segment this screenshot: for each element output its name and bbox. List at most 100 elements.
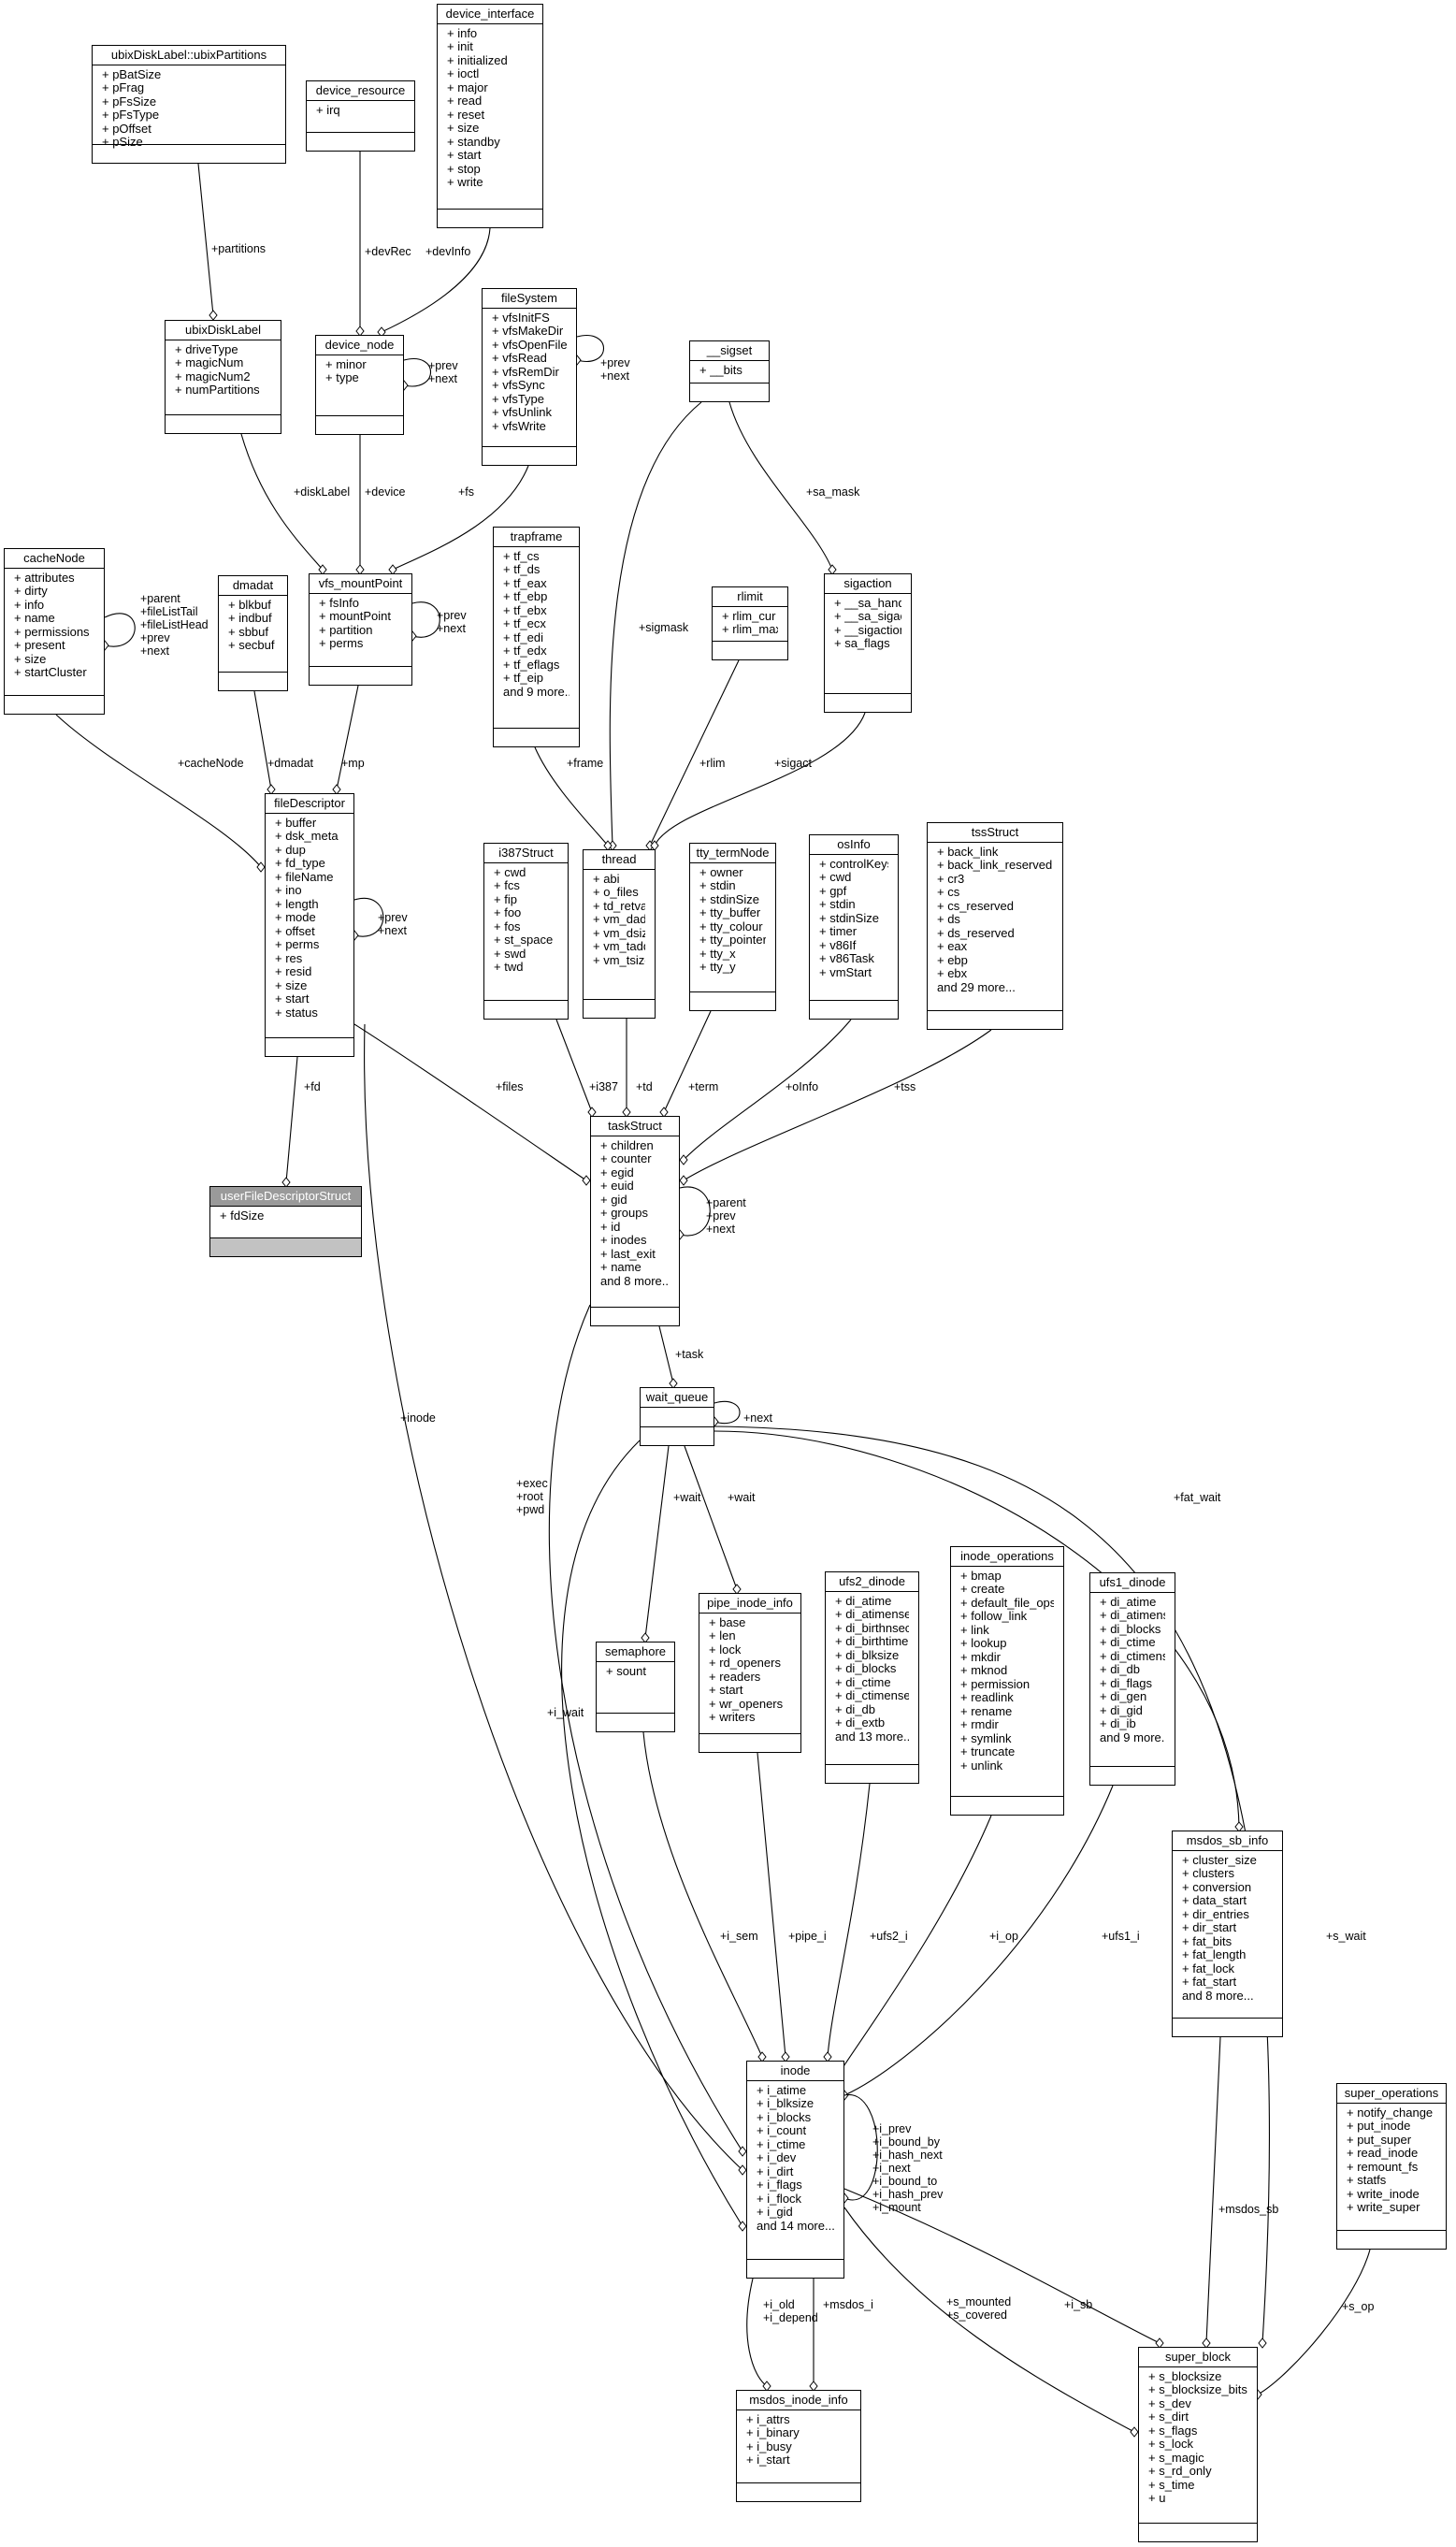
method-section [210, 1237, 361, 1256]
class-device-interface[interactable]: device_interface+ info+ init+ initialize… [437, 4, 543, 228]
class-ufs1-dinode[interactable]: ufs1_dinode+ di_atime+ di_atimensec+ di_… [1089, 1572, 1175, 1786]
attribute-section: + blkbuf+ indbuf+ sbbuf+ secbuf [219, 594, 287, 656]
edge-fileSystem_self [576, 335, 605, 362]
attribute: + abi [593, 872, 620, 886]
attribute: + gpf [819, 884, 847, 898]
class-cachenode[interactable]: cacheNode+ attributes+ dirty+ info+ name… [4, 548, 105, 715]
attribute: + status [275, 1006, 318, 1020]
attribute: + vfsRemDir [492, 365, 559, 379]
attribute: + dir_start [1182, 1921, 1237, 1934]
attribute: + vfsUnlink [492, 406, 552, 419]
edge-i_wait [561, 1440, 743, 2227]
edge-label: +msdos_i [823, 2298, 873, 2311]
attribute: + timer [819, 925, 858, 938]
attribute-section: + controlKeys+ cwd+ gpf+ stdin+ stdinSiz… [810, 853, 898, 983]
attribute: + perms [319, 637, 364, 650]
attribute: + owner [699, 865, 743, 879]
class-dmadat[interactable]: dmadat+ blkbuf+ indbuf+ sbbuf+ secbuf [218, 575, 288, 691]
method-section [266, 1037, 353, 1056]
attribute: + i_binary [746, 2426, 800, 2439]
class-taskstruct[interactable]: taskStruct+ children+ counter+ egid+ eui… [590, 1116, 680, 1326]
attribute: + tf_ecx [503, 617, 546, 630]
attribute: + fd_type [275, 857, 325, 870]
aggregation-diamond [1130, 2426, 1139, 2438]
attribute: + offset [275, 924, 315, 938]
attribute: + di_flags [1100, 1676, 1153, 1690]
attribute: + vfsSync [492, 379, 545, 392]
edge-label: +i_sb [1064, 2298, 1092, 2311]
attribute: + permission [960, 1677, 1031, 1691]
attribute: + fat_bits [1182, 1934, 1233, 1948]
edge-label: +sigact [774, 757, 812, 770]
edge-label: +prev+next [428, 359, 458, 385]
class-rlimit[interactable]: rlimit+ rlim_cur+ rlim_max [712, 586, 788, 660]
class-userfiledescriptorstruct[interactable]: userFileDescriptorStruct+ fdSize [209, 1186, 362, 1257]
class-sigaction[interactable]: sigaction+ __sa_handler+ __sa_sigaction+… [824, 573, 912, 713]
edge-sigmask [609, 401, 702, 847]
edge-devInfo [381, 227, 491, 333]
edge-label: +devInfo [425, 245, 470, 258]
attribute: + s_magic [1148, 2451, 1204, 2465]
attribute: + i_busy [746, 2439, 792, 2453]
edge-fileDescriptor_self [353, 897, 384, 937]
class-inode[interactable]: inode+ i_atime+ i_blksize+ i_blocks+ i_c… [746, 2061, 844, 2279]
method-section [597, 1713, 674, 1731]
class-super-operations[interactable]: super_operations+ notify_change+ put_ino… [1336, 2083, 1447, 2250]
attribute: + put_inode [1347, 2120, 1411, 2133]
class-filedescriptor[interactable]: fileDescriptor+ buffer+ dsk_meta+ dup+ f… [265, 793, 354, 1057]
attribute: + reset [447, 108, 485, 122]
method-section [737, 2482, 860, 2501]
class-ubixdisklabelpartitions[interactable]: ubixDiskLabel::ubixPartitions+ pBatSize+… [92, 45, 286, 164]
class-filesystem[interactable]: fileSystem+ vfsInitFS+ vfsMakeDir+ vfsOp… [482, 288, 577, 466]
attribute: + i_blksize [757, 2097, 814, 2110]
edge-label: +i_wait [547, 1706, 584, 1719]
method-section [699, 1733, 800, 1752]
class-pipe-inode-info[interactable]: pipe_inode_info+ base+ len+ lock+ rd_ope… [699, 1593, 801, 1753]
class-osinfo[interactable]: osInfo+ controlKeys+ cwd+ gpf+ stdin+ st… [809, 834, 899, 1020]
edge-label: +files [496, 1080, 524, 1093]
attribute: + stop [447, 162, 481, 176]
class-msdos-inode-info[interactable]: msdos_inode_info+ i_attrs+ i_binary+ i_b… [736, 2390, 861, 2502]
class-semaphore[interactable]: semaphore+ sount [596, 1642, 675, 1732]
attribute: + rmdir [960, 1718, 999, 1731]
class-tty-termnode[interactable]: tty_termNode+ owner+ stdin+ stdinSize+ t… [689, 843, 776, 1011]
attribute: + sa_flags [834, 637, 890, 650]
attribute: + len [709, 1629, 736, 1643]
class-device-resource[interactable]: device_resource+ irq [306, 80, 415, 152]
method-section [584, 999, 655, 1018]
attribute: + vfsRead [492, 352, 547, 365]
attribute: + sount [606, 1664, 647, 1678]
edge-label: +prev+next [600, 356, 630, 383]
attribute: + inodes [600, 1234, 647, 1247]
attribute: + __sigaction_u [834, 623, 901, 637]
attribute: + put_super [1347, 2133, 1412, 2147]
class-trapframe[interactable]: trapframe+ tf_cs+ tf_ds+ tf_eax+ tf_ebp+… [493, 527, 580, 747]
class-wait-queue[interactable]: wait_queue [640, 1387, 714, 1446]
class-thread[interactable]: thread+ abi+ o_files+ td_retval+ vm_dadd… [583, 849, 656, 1019]
class-ubixdisklabel[interactable]: ubixDiskLabel+ driveType+ magicNum+ magi… [165, 320, 281, 434]
edge-fs [392, 465, 529, 571]
class-title: device_interface [445, 7, 535, 21]
class-msdos-sb-info[interactable]: msdos_sb_info+ cluster_size+ clusters+ c… [1172, 1831, 1283, 2037]
class-tssstruct[interactable]: tssStruct+ back_link+ back_link_reserved… [927, 822, 1063, 1030]
method-section [810, 1000, 898, 1019]
attribute-section: + __sa_handler+ __sa_sigaction+ __sigact… [825, 592, 911, 654]
class-title: ubixDiskLabel [185, 323, 261, 337]
attribute: + euid [600, 1179, 634, 1193]
attribute: + default_file_ops [960, 1596, 1054, 1610]
class-vfs-mountpoint[interactable]: vfs_mountPoint+ fsInfo+ mountPoint+ part… [309, 573, 412, 686]
class-inode-operations[interactable]: inode_operations+ bmap+ create+ default_… [950, 1546, 1064, 1816]
class-i387struct[interactable]: i387Struct+ cwd+ fcs+ fip+ foo+ fos+ st_… [483, 843, 569, 1020]
method-section [307, 132, 414, 151]
attribute: + i_blocks [757, 2110, 812, 2124]
attribute-section: + attributes+ dirty+ info+ name+ permiss… [5, 567, 104, 683]
attribute: + write_inode [1347, 2187, 1420, 2201]
class-device-node[interactable]: device_node+ minor+ type [315, 335, 404, 435]
class-title: userFileDescriptorStruct [210, 1187, 361, 1206]
method-section [951, 1796, 1063, 1815]
class-sigset[interactable]: __sigset+ __bits [689, 340, 770, 402]
class-super-block[interactable]: super_block+ s_blocksize+ s_blocksize_bi… [1138, 2347, 1258, 2542]
class-ufs2-dinode[interactable]: ufs2_dinode+ di_atime+ di_atimensec+ di_… [825, 1571, 919, 1784]
attribute: + stdinSize [819, 911, 879, 925]
attribute: + di_gid [1100, 1703, 1143, 1717]
